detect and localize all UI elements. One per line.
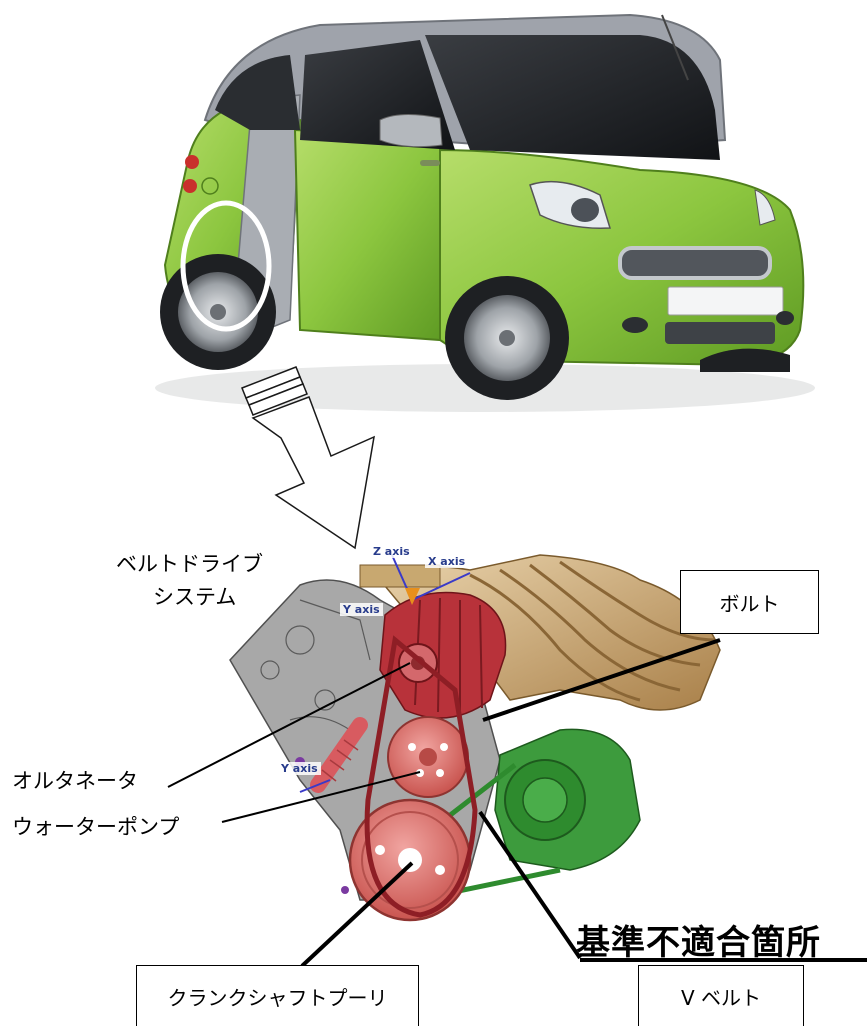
belt-drive-label-line2: システム (153, 585, 237, 609)
smart-car-illustration (155, 13, 815, 412)
nonconforming-location-label: 基準不適合箇所 (576, 923, 821, 963)
crankshaft-pulley-callout: クランクシャフトプーリ (136, 965, 419, 1026)
axis-triad-lower (299, 779, 331, 793)
leader-lines (167, 638, 867, 968)
crankshaft-pulley-callout-text: クランクシャフトプーリ (167, 985, 388, 1010)
v-belt-callout: V ベルト (638, 965, 804, 1026)
bolt-callout-text: ボルト (719, 591, 780, 616)
water-pump-label: ウォーターポンプ (12, 815, 180, 839)
y-axis-label-upper: Y axis (340, 603, 383, 616)
belt-drive-label-line1: ベルトドライブ (116, 552, 263, 576)
v-belt-callout-text: V ベルト (680, 985, 762, 1010)
y-axis-label-lower: Y axis (278, 762, 321, 775)
alternator-label: オルタネータ (12, 769, 138, 793)
x-axis-label: X axis (425, 555, 469, 568)
bolt-callout: ボルト (680, 570, 819, 634)
zoom-arrow (241, 366, 375, 550)
z-axis-label: Z axis (370, 545, 413, 558)
highlight-circle (180, 200, 272, 332)
axis-triad (391, 554, 471, 605)
engine-illustration (229, 554, 721, 922)
